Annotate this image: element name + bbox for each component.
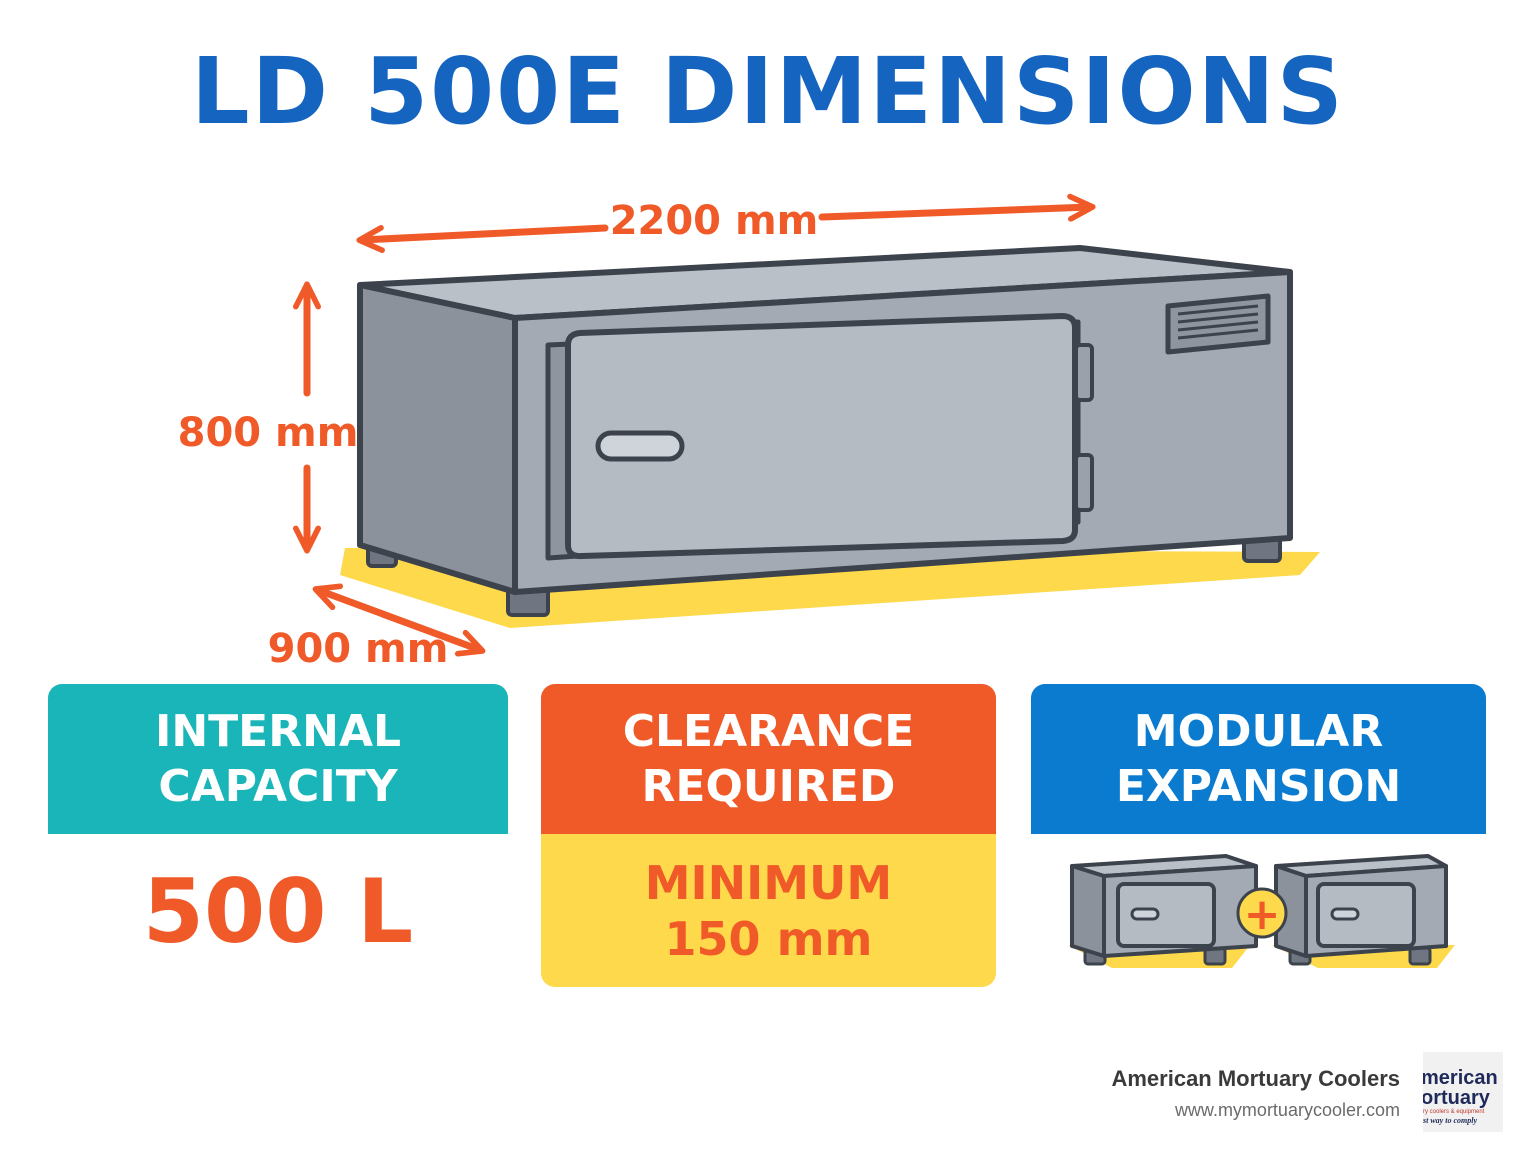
logo-text-line1: merican — [1423, 1067, 1498, 1089]
length-label: 2200 mm — [610, 198, 819, 244]
height-label: 800 mm — [178, 410, 359, 456]
depth-label: 900 mm — [268, 626, 449, 672]
modular-heading-line2: EXPANSION — [1115, 761, 1402, 812]
clearance-heading-line2: REQUIRED — [641, 761, 896, 812]
modular-heading-line1: MODULAR — [1133, 706, 1384, 757]
length-arrow — [818, 193, 1096, 222]
capacity-heading-line2: CAPACITY — [158, 761, 398, 812]
door-hinge — [1074, 343, 1094, 402]
clearance-value-line2: 150 mm — [664, 911, 873, 966]
door-hinge — [1074, 453, 1094, 512]
capacity-heading-line1: INTERNAL — [154, 706, 402, 757]
company-name: American Mortuary Coolers — [1111, 1066, 1400, 1091]
plus-symbol: + — [1244, 889, 1281, 940]
modular-expansion-card: MODULAR EXPANSION — [1031, 684, 1486, 834]
door-handle — [595, 430, 685, 462]
cooler-side — [357, 282, 518, 595]
logo-text-line4: st way to comply — [1423, 1116, 1477, 1125]
page-title: LD 500E DIMENSIONS — [191, 38, 1345, 145]
company-url[interactable]: www.mymortuarycooler.com — [1174, 1100, 1400, 1120]
logo-text-line3: ry coolers & equipment — [1423, 1109, 1485, 1115]
length-arrow — [356, 224, 609, 254]
depth-arrow — [312, 583, 486, 657]
capacity-value: 500 L — [142, 860, 414, 963]
clearance-card: CLEARANCE REQUIRED — [541, 684, 996, 834]
company-logo: merican ortuary ry coolers & equipment s… — [1423, 1052, 1503, 1132]
cooler-door — [565, 313, 1078, 560]
vent-grille — [1165, 293, 1271, 355]
clearance-value-box: MINIMUM 150 mm — [541, 834, 996, 987]
modular-units: + — [1068, 854, 1455, 968]
clearance-heading-line1: CLEARANCE — [622, 706, 915, 757]
internal-capacity-card: INTERNAL CAPACITY — [48, 684, 508, 834]
clearance-value-line1: MINIMUM — [644, 855, 893, 910]
logo-text-line2: ortuary — [1423, 1087, 1491, 1109]
plus-icon — [1236, 887, 1288, 939]
